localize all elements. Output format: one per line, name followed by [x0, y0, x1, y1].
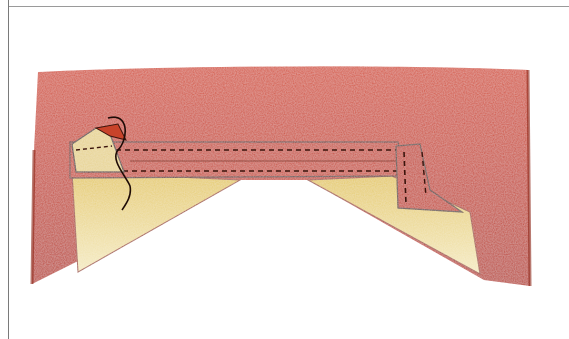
left-edge-shadow: [32, 150, 34, 284]
left-lining-panel: [72, 172, 240, 272]
right-edge-shadow: [528, 70, 530, 286]
